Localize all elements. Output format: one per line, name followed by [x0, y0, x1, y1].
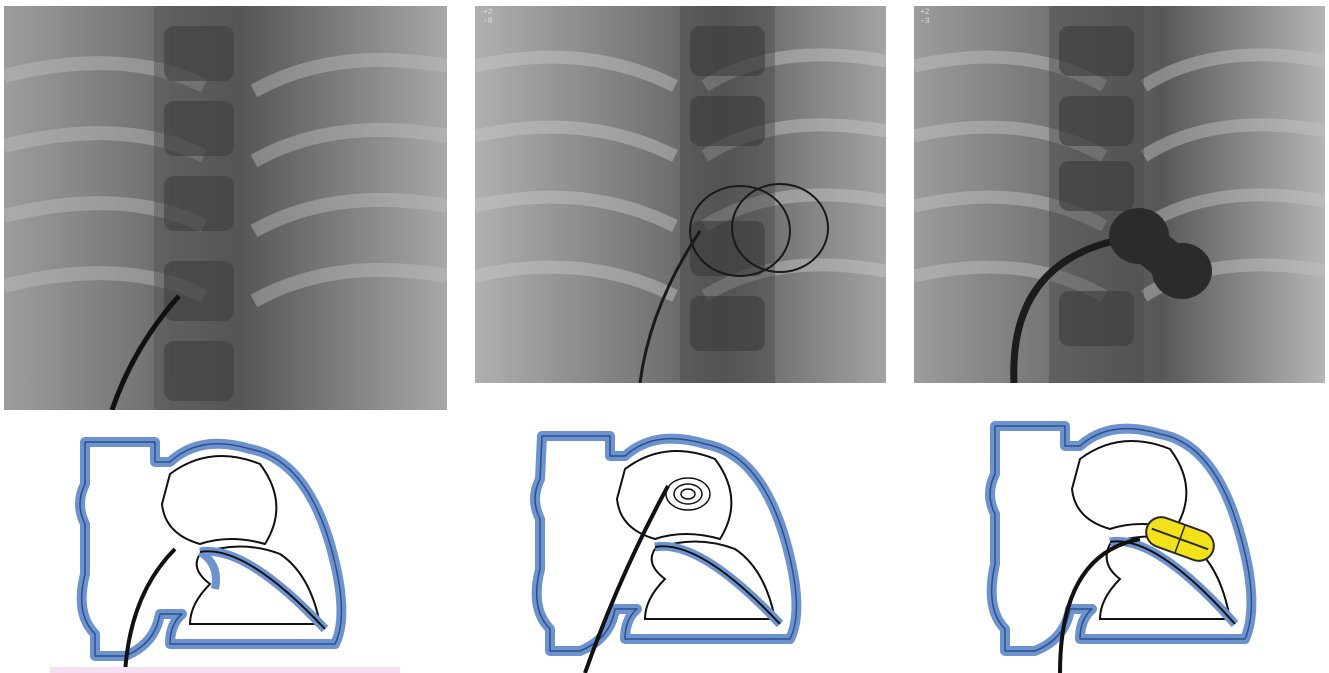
heart-diagram-guidewire — [510, 424, 840, 673]
pink-bar — [50, 667, 400, 673]
fluoroscopy-image-guidewire: +2 -8 — [475, 6, 886, 383]
fluoroscopy-image-catheter — [4, 6, 447, 410]
overlay-text: +2 -3 — [920, 8, 930, 26]
fluoroscopy-image-3-graphic — [914, 6, 1325, 383]
heart-diagram-1-graphic — [50, 424, 402, 673]
heart-diagram-balloon — [965, 414, 1295, 673]
heart-icon — [535, 436, 796, 651]
fluoroscopy-image-2-graphic — [475, 6, 886, 383]
guidewire-coil-icon — [666, 478, 710, 510]
heart-diagram-2-graphic — [510, 424, 840, 673]
heart-icon — [80, 442, 341, 656]
fluoroscopy-image-1-graphic — [4, 6, 447, 410]
overlay-text: +2 -8 — [483, 8, 493, 26]
fluoroscopy-image-balloon: +2 -3 — [914, 6, 1325, 383]
heart-diagram-3-graphic — [965, 414, 1295, 673]
heart-diagram-catheter — [50, 424, 402, 673]
